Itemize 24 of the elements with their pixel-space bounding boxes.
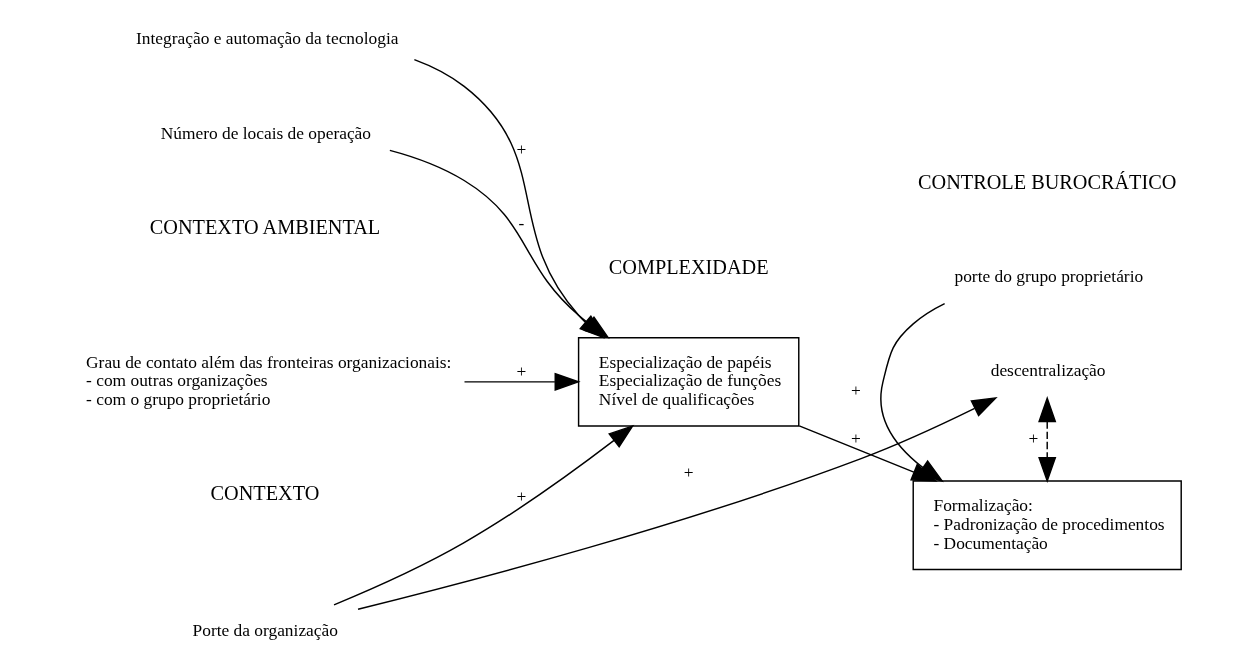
edge-label: + bbox=[851, 381, 861, 401]
label: COMPLEXIDADE bbox=[608, 256, 769, 279]
edge-label: + bbox=[1028, 428, 1039, 448]
node-text: porte do grupo proprietário bbox=[954, 267, 1144, 287]
arrow bbox=[1038, 396, 1057, 484]
arrow bbox=[463, 372, 581, 391]
edge-label: - bbox=[518, 214, 525, 234]
node-text: Integração e automação da tecnologia bbox=[136, 29, 399, 49]
label: CONTEXTO AMBIENTAL bbox=[149, 215, 381, 238]
arrow bbox=[357, 396, 998, 610]
label: CONTROLE BUROCRÁTICO bbox=[918, 170, 1177, 193]
edge-label: + bbox=[516, 140, 527, 160]
node-box: Formalização: - Padronização de procedimentos - Documentação bbox=[912, 480, 1182, 571]
node-text: descentralização bbox=[990, 361, 1106, 381]
edge-label: + bbox=[516, 486, 527, 506]
node-text: Número de locais de operação bbox=[160, 123, 372, 143]
node-text: Porte da organização bbox=[192, 620, 338, 640]
label: CONTEXTO bbox=[210, 482, 320, 505]
arrow bbox=[333, 424, 635, 606]
edge-label: + bbox=[851, 428, 861, 448]
edge-label: + bbox=[516, 361, 527, 381]
edge-label: + bbox=[683, 463, 694, 483]
node-text: Grau de contato além das fronteiras organizacionais: - com outras organizações - com o grupo proprietário bbox=[86, 352, 452, 410]
node-box: Especialização de papéis Especialização de funções Nível de qualificações bbox=[577, 336, 800, 427]
